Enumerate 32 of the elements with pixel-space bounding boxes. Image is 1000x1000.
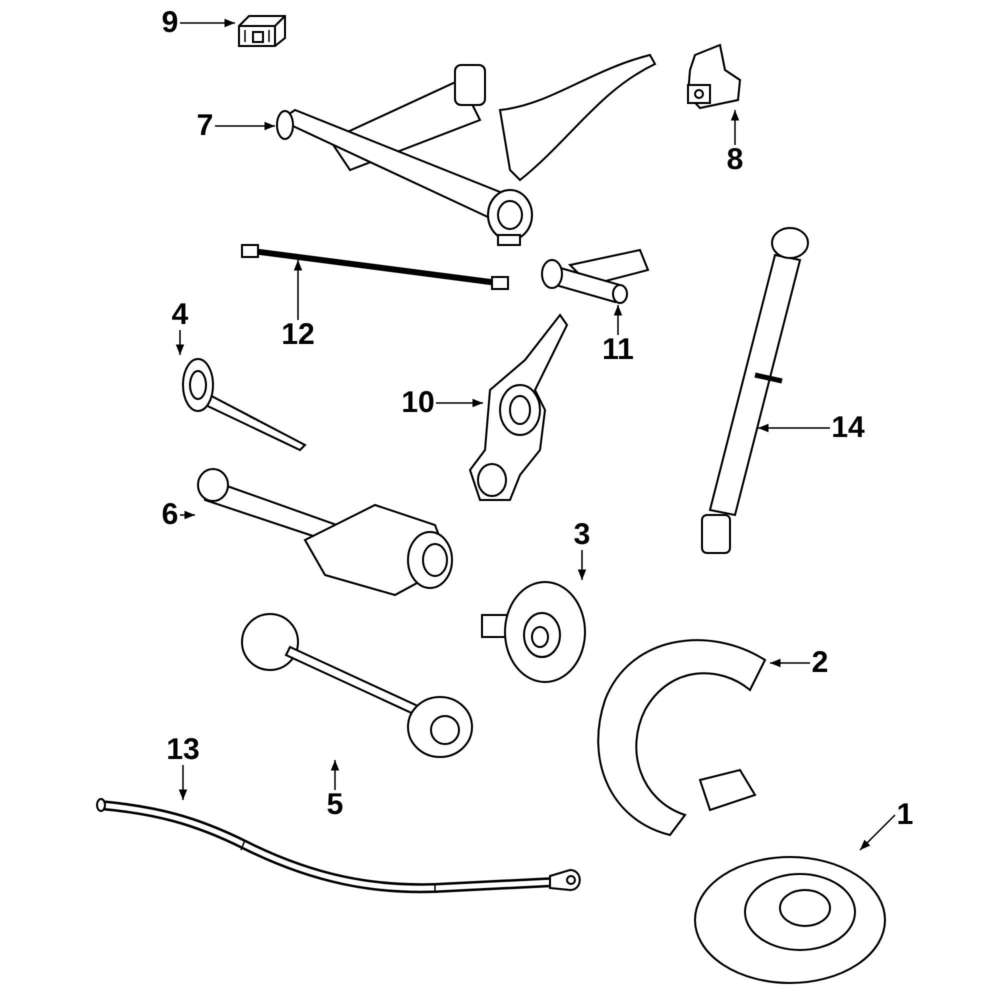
leader-arrow xyxy=(180,18,235,28)
leader-arrow xyxy=(180,510,195,520)
callout-number: 4 xyxy=(170,300,190,330)
callout-number: 6 xyxy=(160,500,180,530)
leader-arrow xyxy=(330,760,340,790)
leader-arrow xyxy=(294,260,302,320)
rod-drawing xyxy=(240,245,510,290)
callout-number: 5 xyxy=(325,790,345,820)
shock-absorber-drawing xyxy=(700,225,810,555)
callout-number: 10 xyxy=(400,388,436,418)
callout-number: 1 xyxy=(895,800,915,830)
leader-arrow xyxy=(178,765,188,800)
leader-arrow xyxy=(758,424,830,432)
callout-number: 11 xyxy=(600,335,636,365)
callout-number: 13 xyxy=(165,735,201,765)
leader-arrow xyxy=(215,122,275,130)
callout-number: 7 xyxy=(195,111,215,141)
leader-arrow xyxy=(176,330,184,355)
axle-shaft-drawing xyxy=(240,612,475,760)
leader-arrow xyxy=(578,550,586,580)
callout-number: 8 xyxy=(725,145,745,175)
callout-number: 9 xyxy=(160,8,180,38)
leader-arrow xyxy=(730,110,740,145)
leader-arrow xyxy=(770,658,810,668)
callout-number: 3 xyxy=(572,520,592,550)
callout-number: 12 xyxy=(280,320,316,350)
callout-number: 2 xyxy=(810,648,830,678)
callout-number: 14 xyxy=(830,413,866,443)
leader-arrow xyxy=(436,398,483,408)
bushing-drawing xyxy=(540,250,650,305)
leader-arrow xyxy=(614,305,622,335)
leader-arrow xyxy=(859,814,896,851)
